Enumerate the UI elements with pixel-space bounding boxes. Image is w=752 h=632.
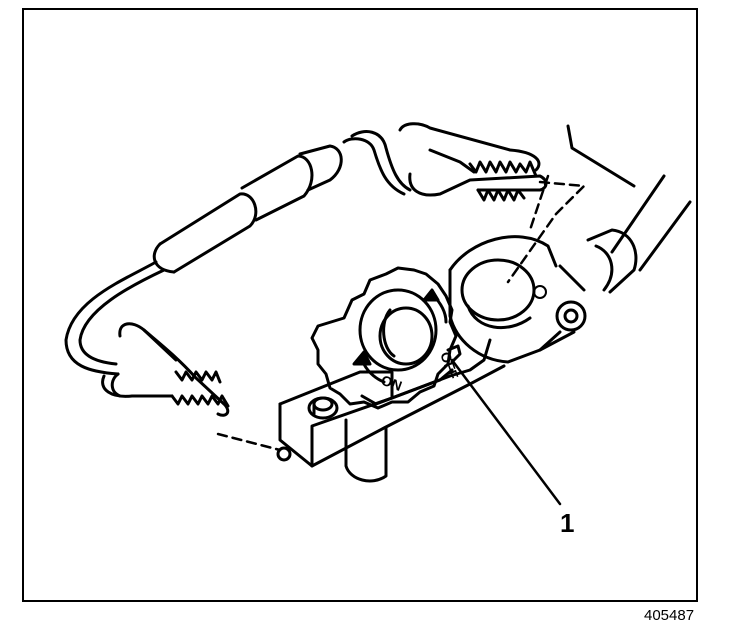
callout-leader-line (450, 358, 562, 506)
callout-number: 1 (560, 508, 575, 538)
illustration-frame (22, 8, 698, 602)
terminal-clamp (448, 235, 587, 364)
disconnect-knob (310, 266, 462, 410)
connection-dash-lines (216, 174, 586, 452)
battery-cable (566, 124, 692, 294)
figure-id: 405487 (644, 607, 695, 624)
alligator-clip-upper (398, 122, 548, 202)
ground-stud (276, 446, 292, 462)
dial-arrows (352, 288, 448, 384)
alligator-clip-lower (101, 322, 230, 417)
jumper-wire-with-fuse (64, 130, 412, 376)
dial-on-label: ON (379, 372, 404, 394)
